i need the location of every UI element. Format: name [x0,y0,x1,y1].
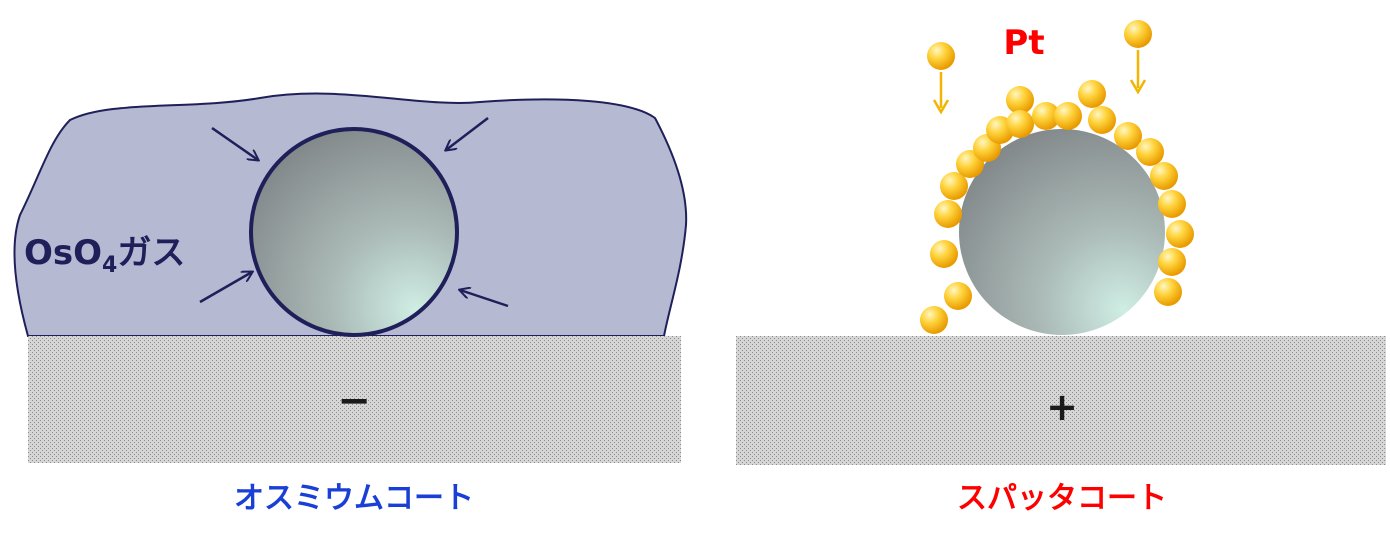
pt-arrowhead-right [1129,79,1147,95]
gas-label-subscript: 4 [102,253,117,278]
pt-particle [1150,162,1178,190]
substrate-negative [28,336,681,463]
sample-sphere-right [959,129,1165,335]
substrate-sign-negative: − [337,378,371,424]
pt-falling-particle-left [927,42,955,70]
pt-particle [1078,80,1106,108]
sample-sphere-left [249,127,459,337]
gas-arrow-bottom-left [199,272,252,304]
pt-particle [1158,248,1186,276]
pt-particle [1006,110,1034,138]
pt-label: Pt [1003,23,1044,63]
gas-arrow-top-right [446,117,489,150]
pt-falling-particle-right [1124,20,1152,48]
pt-particle [1158,190,1186,218]
pt-arrowhead-left [932,99,950,115]
pt-particle [1054,102,1082,130]
gas-arrow-top-left [211,126,258,160]
pt-particle [934,200,962,228]
gas-arrow-bottom-right [460,290,509,308]
caption-sputter-coat: スパッタコート [957,481,1167,516]
pt-particle [930,240,958,268]
pt-particle [940,172,968,200]
pt-particle [1006,86,1034,114]
pt-particle [1154,278,1182,306]
osmium-coat-panel: OsO4ガス − オスミウムコート [13,92,688,516]
sputter-coat-panel: Pt + スパッタコート [736,20,1386,516]
gas-label-main: OsO [24,233,102,273]
pt-particle [1166,220,1194,248]
pt-particle [920,306,948,334]
gas-label-suffix: ガス [117,233,185,273]
substrate-positive [736,336,1386,465]
pt-particle [1088,106,1116,134]
pt-particle-layer [920,80,1194,334]
pt-particle [1136,138,1164,166]
pt-particle [1114,122,1142,150]
caption-osmium-coat: オスミウムコート [234,481,474,516]
gas-label: OsO4ガス [24,233,185,278]
pt-particle [944,282,972,310]
pt-particle [1032,102,1060,130]
substrate-sign-positive: + [1046,385,1078,429]
